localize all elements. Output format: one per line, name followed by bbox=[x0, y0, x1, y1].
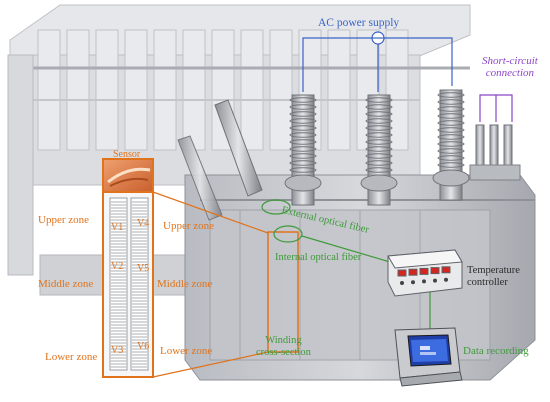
middle-zone-left-label: Middle zone bbox=[38, 278, 94, 290]
short-circuit-label-line1: Short-circuit bbox=[482, 55, 538, 67]
bushing-shed bbox=[289, 104, 317, 110]
sensor-label: Sensor bbox=[113, 149, 141, 160]
bushing-shed bbox=[437, 106, 465, 112]
controller-display bbox=[430, 267, 440, 275]
lv-bushings bbox=[469, 124, 521, 181]
bushing-shed bbox=[289, 146, 317, 152]
temperature-controller-label-line1: Temperature bbox=[467, 265, 520, 276]
controller-knob bbox=[444, 277, 448, 282]
sensor-point-v1: V1 bbox=[111, 222, 124, 233]
bushing-shed bbox=[437, 141, 465, 147]
upper-zone-left-label: Upper zone bbox=[38, 214, 90, 226]
bushing-shed bbox=[365, 153, 393, 159]
temperature-controller-label-line2: controller bbox=[467, 277, 508, 288]
winding-label-line1: Winding bbox=[265, 335, 302, 346]
winding-cross-section bbox=[102, 191, 299, 378]
radiator-fin bbox=[66, 29, 90, 151]
controller-display bbox=[408, 268, 418, 276]
short-circuit-label-line2: connection bbox=[485, 67, 535, 79]
bushing-shed bbox=[437, 92, 465, 98]
bushing-shed bbox=[289, 160, 317, 166]
bushing-shed bbox=[289, 153, 317, 159]
bushing-shed bbox=[437, 162, 465, 168]
sensor-point-v3: V3 bbox=[111, 345, 124, 356]
controller-knob bbox=[400, 281, 404, 285]
radiator-fin bbox=[182, 29, 206, 151]
controller-knob bbox=[411, 280, 415, 285]
bushing-shed bbox=[289, 111, 317, 117]
radiator-frame bbox=[7, 4, 471, 296]
bushing-shed bbox=[365, 118, 393, 124]
internal-fiber-label: Internal optical fiber bbox=[275, 252, 362, 263]
ac-power-wiring bbox=[302, 31, 453, 92]
bushing-shed bbox=[289, 132, 317, 138]
winding-label-line2: cross-section bbox=[256, 347, 311, 358]
bushing-shed bbox=[289, 139, 317, 145]
bushing-shed bbox=[289, 125, 317, 131]
hv-bushings bbox=[177, 89, 470, 221]
sensor-point-v2: V2 bbox=[111, 261, 124, 272]
radiator-fin bbox=[240, 29, 264, 151]
ac-power-supply-label: AC power supply bbox=[318, 17, 400, 29]
sensor-point-v4: V4 bbox=[137, 218, 150, 229]
bushing-shed bbox=[365, 167, 393, 173]
temperature-controller-device bbox=[387, 249, 463, 297]
bushing-shed bbox=[365, 97, 393, 103]
bushing-shed bbox=[365, 132, 393, 138]
radiator-fin bbox=[95, 29, 119, 151]
bushing-shed bbox=[437, 155, 465, 161]
bushing-shed bbox=[365, 160, 393, 166]
bushing-shed bbox=[289, 97, 317, 103]
controller-display bbox=[419, 267, 429, 275]
bushing-shed bbox=[365, 104, 393, 110]
radiator-fin bbox=[124, 29, 148, 151]
upper-zone-right-label: Upper zone bbox=[163, 220, 215, 232]
bushing-shed bbox=[365, 111, 393, 117]
sensor-point-v5: V5 bbox=[137, 263, 150, 274]
controller-knob bbox=[422, 279, 426, 284]
bushing-shed bbox=[365, 125, 393, 131]
short-circuit-label: Short-circuit connection bbox=[482, 55, 538, 79]
middle-zone-right-label: Middle zone bbox=[157, 278, 213, 290]
bushing-shed bbox=[289, 167, 317, 173]
data-recording-label: Data recording bbox=[463, 345, 529, 357]
short-circuit-wiring bbox=[479, 94, 513, 122]
radiator-fin bbox=[269, 29, 293, 151]
temperature-controller-label: Temperature controller bbox=[467, 265, 520, 289]
bushing-shed bbox=[437, 113, 465, 119]
bushing-shed bbox=[365, 146, 393, 152]
radiator-fin bbox=[37, 29, 61, 151]
optical-fibers bbox=[261, 199, 431, 330]
bushing-shed bbox=[289, 118, 317, 124]
bushing-shed bbox=[437, 134, 465, 140]
controller-display bbox=[441, 266, 451, 274]
bushing-shed bbox=[437, 148, 465, 154]
controller-knob bbox=[433, 278, 437, 283]
lower-zone-right-label: Lower zone bbox=[160, 345, 213, 357]
winding-cross-section-label: Winding cross-section bbox=[256, 335, 311, 359]
lower-zone-left-label: Lower zone bbox=[45, 351, 98, 363]
bushing-shed bbox=[365, 139, 393, 145]
bushing-shed bbox=[437, 127, 465, 133]
controller-display bbox=[397, 269, 407, 277]
bushing-shed bbox=[437, 99, 465, 105]
sensor-point-v6: V6 bbox=[137, 341, 150, 352]
radiator-fin bbox=[327, 29, 351, 151]
radiator-fin bbox=[153, 29, 177, 151]
sensor-image bbox=[102, 158, 154, 193]
bushing-shed bbox=[437, 120, 465, 126]
data-recording-device bbox=[394, 327, 463, 387]
